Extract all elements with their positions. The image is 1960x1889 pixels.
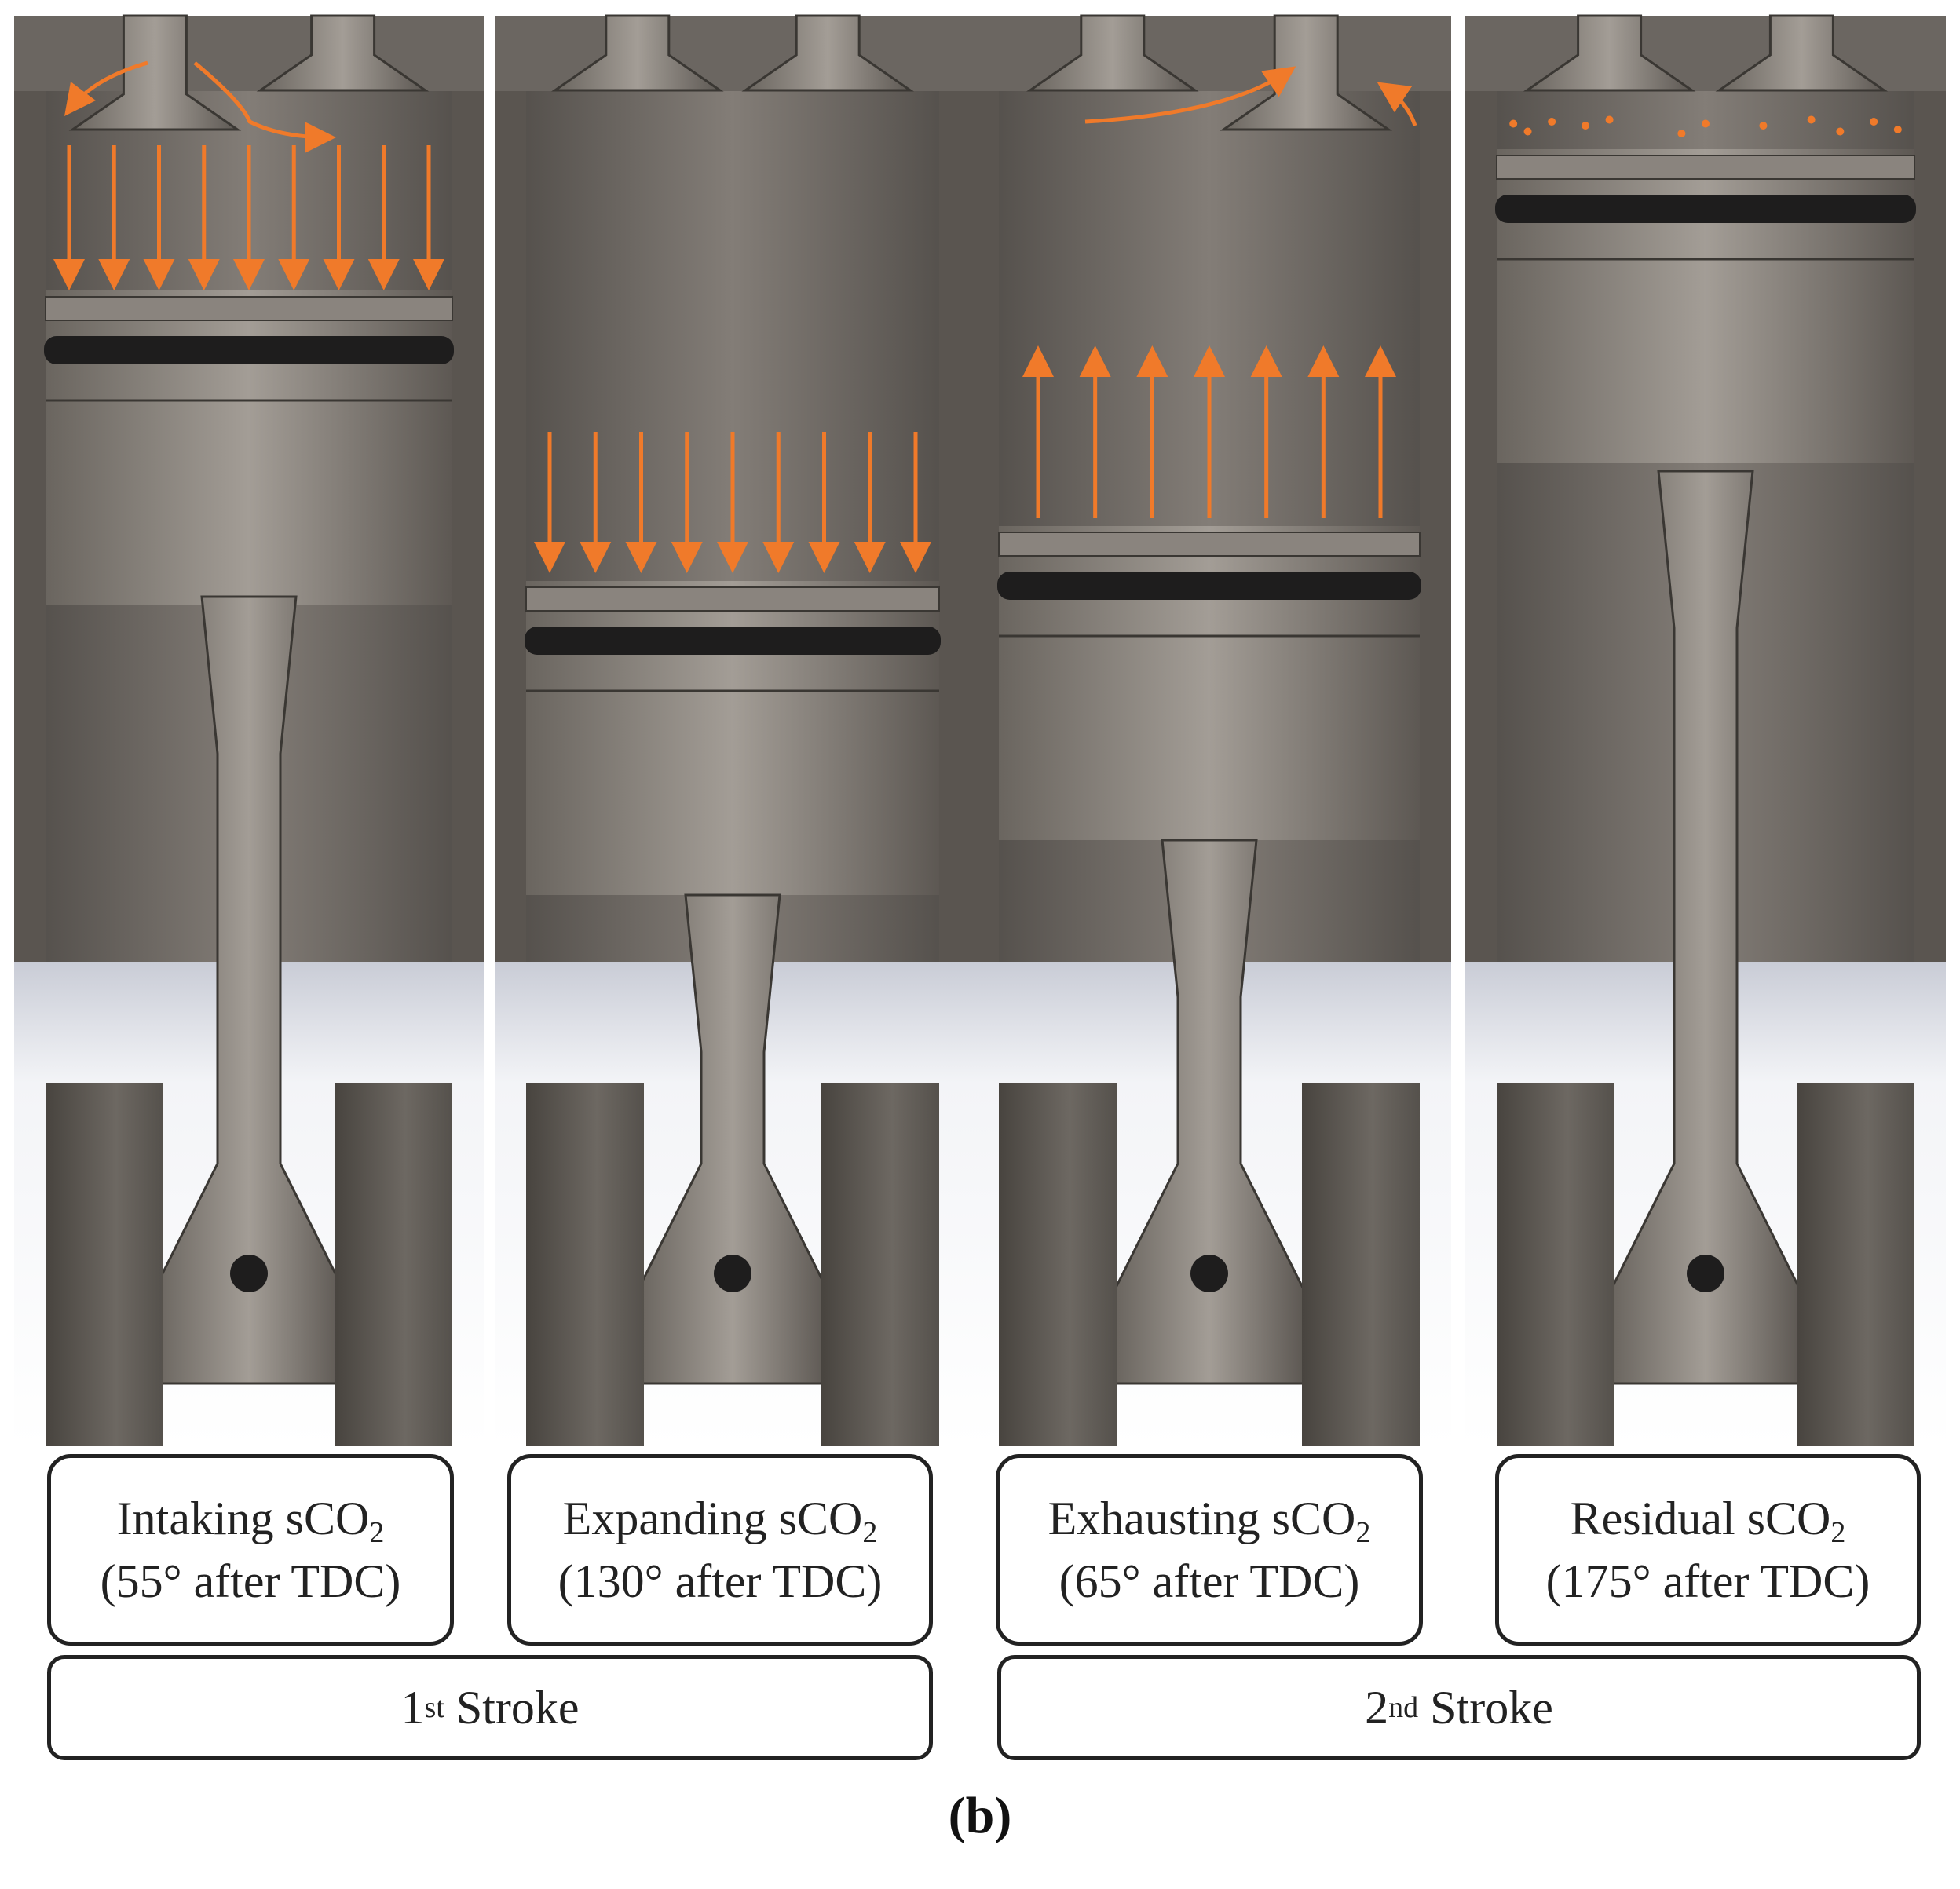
phase-title: Expanding sCO2: [562, 1493, 878, 1549]
intake-valve: [550, 14, 724, 92]
residual-particle: [1702, 119, 1710, 128]
intake-swirl-arrow: [64, 60, 148, 116]
cylinder-wall-right: [452, 16, 484, 962]
phase-label-intaking: Intaking sCO2 (55° after TDC): [47, 1454, 454, 1646]
residual-particle: [1548, 118, 1556, 126]
crank-web-left: [526, 1083, 644, 1446]
exhaust-valve: [1715, 14, 1889, 92]
residual-particle: [1870, 118, 1878, 126]
phase-title: Exhausting sCO2: [1048, 1493, 1371, 1549]
piston-ring: [997, 572, 1421, 600]
piston-land: [1496, 155, 1915, 180]
piston-land: [998, 532, 1421, 557]
cylinder-wall-left: [495, 16, 526, 962]
phase-title: Residual sCO2: [1570, 1493, 1846, 1549]
engine-panel-expand: [495, 14, 971, 1446]
cylinder-wall-right: [939, 16, 971, 962]
crank-web-right: [821, 1083, 939, 1446]
cylinder-wall-right: [1420, 16, 1451, 962]
stroke-number: 1: [400, 1681, 425, 1734]
intake-valve: [1026, 14, 1199, 92]
exhaust-valve: [741, 14, 915, 92]
crank-web-right: [335, 1083, 452, 1446]
rod-bolt: [1190, 1255, 1228, 1292]
stroke-word: Stroke: [444, 1681, 580, 1734]
stroke-word: Stroke: [1418, 1681, 1553, 1734]
rod-bolt: [1687, 1255, 1724, 1292]
crank-web-left: [46, 1083, 163, 1446]
phase-angle: (130° after TDC): [558, 1555, 883, 1607]
cylinder-head: [1465, 16, 1946, 91]
residual-particle: [1677, 130, 1686, 137]
piston-ring: [525, 627, 941, 655]
residual-particle: [1807, 115, 1816, 124]
residual-particle: [1759, 122, 1768, 130]
residual-particle: [1605, 115, 1614, 124]
figure-caption: (b): [948, 1787, 1012, 1844]
crank-web-right: [1797, 1083, 1914, 1446]
residual-particle: [1582, 122, 1589, 130]
crank-web-left: [999, 1083, 1117, 1446]
cylinder-head: [14, 16, 484, 91]
piston-ring: [1495, 195, 1916, 223]
cylinder-head: [495, 16, 971, 91]
stroke-number: 2: [1365, 1681, 1389, 1734]
intake-valve: [1523, 14, 1696, 92]
residual-particle: [1836, 127, 1845, 136]
phase-label-exhausting: Exhausting sCO2 (65° after TDC): [996, 1454, 1423, 1646]
engine-panel-exhaust: [967, 14, 1451, 1446]
rod-bolt: [714, 1255, 751, 1292]
engine-panel-intake: [14, 14, 484, 1446]
engine-panel-residual: [1465, 14, 1946, 1446]
phase-angle: (55° after TDC): [100, 1555, 401, 1607]
piston-ring: [44, 336, 454, 364]
cylinder-wall-left: [14, 16, 46, 962]
intake-valve: [68, 14, 242, 131]
phase-title: Intaking sCO2: [116, 1493, 385, 1549]
residual-particle: [1523, 127, 1532, 136]
crank-web-left: [1497, 1083, 1614, 1446]
intake-swirl-arrow: [193, 61, 336, 153]
exhaust-flow-arrow: [1084, 66, 1296, 124]
exhaust-flow-arrow: [1377, 82, 1417, 126]
exhaust-valve: [256, 14, 430, 92]
phase-angle: (175° after TDC): [1545, 1555, 1870, 1607]
phase-angle: (65° after TDC): [1059, 1555, 1360, 1607]
residual-particle: [1509, 119, 1518, 128]
cylinder-head: [967, 16, 1451, 91]
cylinder-wall-left: [967, 16, 999, 962]
residual-particle: [1893, 126, 1902, 133]
piston-land: [45, 296, 453, 321]
phase-label-residual: Residual sCO2 (175° after TDC): [1495, 1454, 1921, 1646]
cylinder-wall-right: [1914, 16, 1946, 962]
crank-web-right: [1302, 1083, 1420, 1446]
rod-bolt: [230, 1255, 268, 1292]
cylinder-wall-left: [1465, 16, 1497, 962]
phase-label-expanding: Expanding sCO2 (130° after TDC): [507, 1454, 933, 1646]
piston-land: [525, 586, 940, 612]
